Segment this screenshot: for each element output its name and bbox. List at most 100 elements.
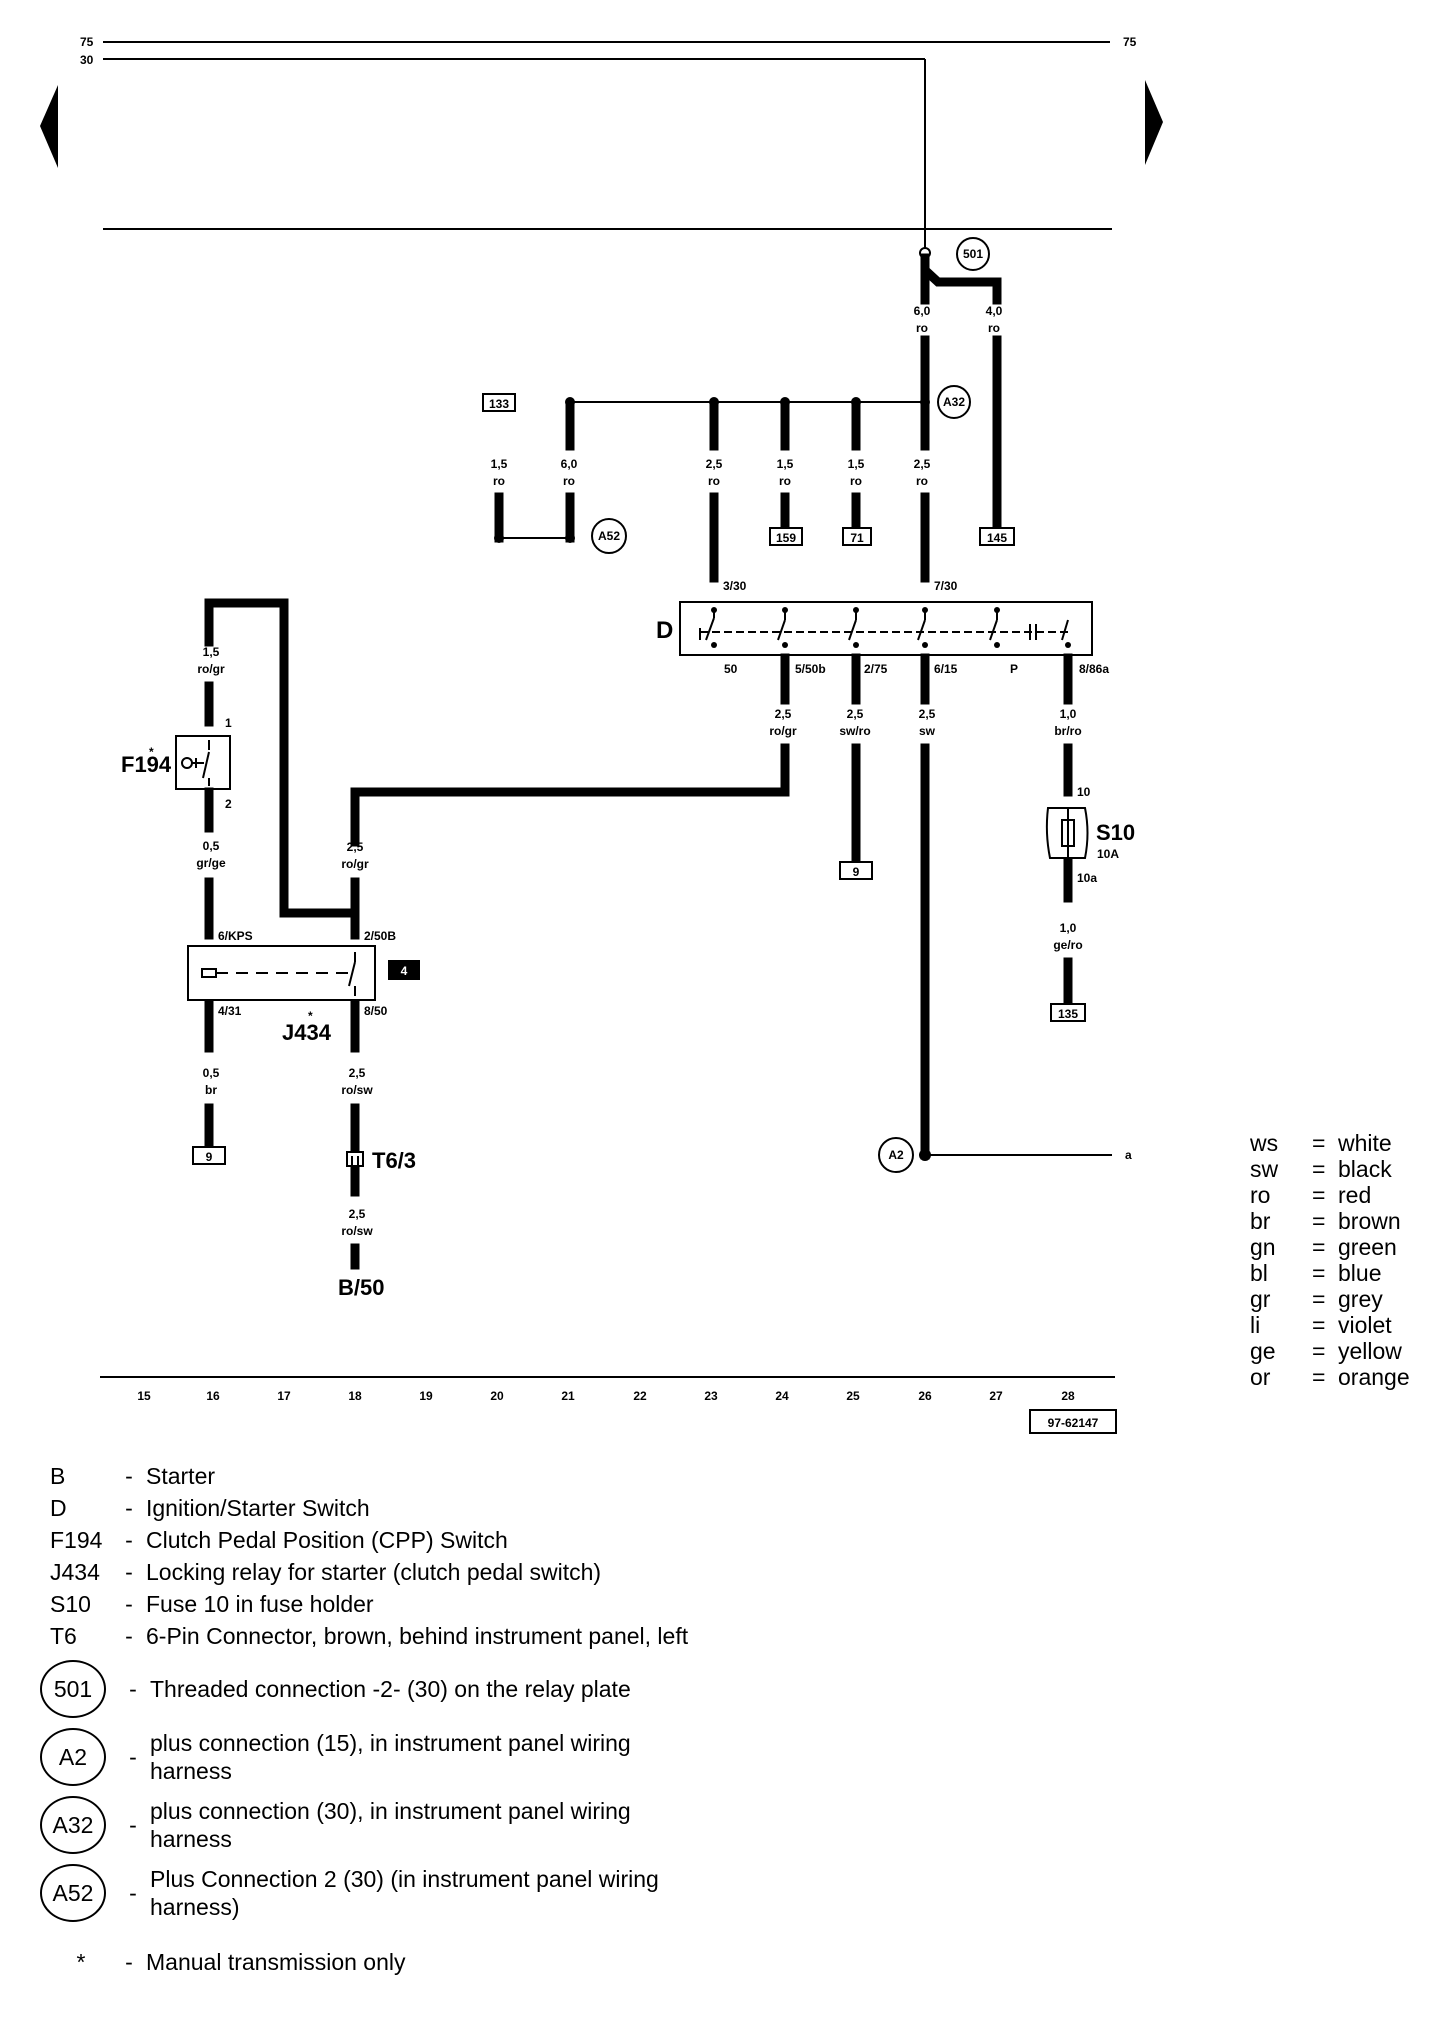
ruler-label: 15 — [137, 1389, 151, 1403]
legend-row: B-Starter — [50, 1462, 1050, 1490]
ref-box-135-label: 135 — [1058, 1007, 1078, 1021]
ruler-label: 26 — [918, 1389, 932, 1403]
legend-key: S10 — [50, 1591, 91, 1617]
ruler-label: 28 — [1061, 1389, 1075, 1403]
wire-j434-color: ro/gr — [341, 857, 369, 871]
legend-dash: - — [125, 1495, 133, 1521]
ref-box-71-label: 71 — [850, 531, 864, 545]
clutch-switch-f194-label: F194 — [121, 752, 172, 777]
pin-3-30: 3/30 — [723, 579, 747, 593]
wire-f194-loop — [204, 598, 360, 918]
wire-a52-size: 6,0 — [561, 457, 578, 471]
color-legend-row: ge = yellow — [1250, 1338, 1410, 1364]
legend-key: J434 — [50, 1559, 100, 1585]
wiring-diagram: 75 30 75 501 6,0 ro 4,0 ro A32 133 1,5 r… — [40, 35, 1163, 1434]
prev-page-arrow-icon[interactable] — [40, 85, 58, 168]
pin-fuse-10a: 10a — [1077, 871, 1097, 885]
wire-4-31-size: 0,5 — [203, 1066, 220, 1080]
node-a2-marker — [878, 1137, 914, 1173]
pin-5-50b: 5/50b — [795, 662, 826, 676]
wire-5-50b-color: ro/gr — [769, 724, 797, 738]
legend-dash: - — [129, 1880, 137, 1906]
pin-f194-1: 1 — [225, 716, 232, 730]
legend-key: D — [50, 1495, 67, 1521]
relay-j434-label: J434 — [282, 1020, 332, 1045]
pin-50: 50 — [724, 662, 738, 676]
legend-note-text: Manual transmission only — [146, 1949, 406, 1975]
wire-71-size: 1,5 — [848, 457, 865, 471]
color-legend-row: sw=black — [1250, 1156, 1410, 1182]
color-code: ro — [1250, 1182, 1271, 1208]
color-legend-row: ro=red — [1250, 1182, 1410, 1208]
node-501-label: 501 — [963, 247, 983, 261]
wire-4-31-color: br — [205, 1083, 217, 1097]
wire-71-color: ro — [850, 474, 862, 488]
wire-t6-color: ro/sw — [341, 1224, 373, 1238]
wire-f194-b-size: 0,5 — [203, 839, 220, 853]
wire-a52-color: ro — [563, 474, 575, 488]
color-code: gn — [1250, 1234, 1276, 1260]
wire-3-30-color: ro — [708, 474, 720, 488]
color-code: or — [1250, 1364, 1271, 1390]
legend-dash: - — [129, 1744, 137, 1770]
next-page-arrow-icon[interactable] — [1145, 80, 1163, 165]
wire-159-size: 1,5 — [777, 457, 794, 471]
color-legend-row: li=violet — [1250, 1312, 1410, 1338]
connector-t6 — [346, 1151, 364, 1167]
wire-5-50b — [350, 743, 790, 847]
color-legend-row: gr=grey — [1250, 1286, 1410, 1312]
legend-text: Threaded connection -2- (30) on the rela… — [150, 1676, 631, 1702]
ruler-label: 25 — [846, 1389, 860, 1403]
wire-133-size: 1,5 — [491, 457, 508, 471]
equals-sign: = — [1312, 1312, 1326, 1338]
color-code: ge — [1250, 1338, 1276, 1364]
equals-sign: = — [1312, 1364, 1326, 1390]
equals-sign: = — [1312, 1260, 1326, 1286]
equals-sign: = — [1312, 1338, 1326, 1364]
node-a32-label: A32 — [943, 395, 965, 409]
fuse-s10-label: S10 — [1096, 820, 1135, 845]
legend-key: T6 — [50, 1623, 77, 1649]
wire-145-size: 4,0 — [986, 304, 1003, 318]
color-name: yellow — [1338, 1338, 1402, 1364]
legend-text: Fuse 10 in fuse holder — [146, 1591, 374, 1617]
wire-8-86a-color: br/ro — [1054, 724, 1081, 738]
wire-6-15-size: 2,5 — [919, 707, 936, 721]
node-a2-label: A2 — [888, 1148, 904, 1162]
wire-2-75-color: sw/ro — [839, 724, 870, 738]
wire-8-86a-size: 1,0 — [1060, 707, 1077, 721]
ruler-label: 21 — [561, 1389, 575, 1403]
pin-f194-2: 2 — [225, 797, 232, 811]
wire-5-50b-size: 2,5 — [775, 707, 792, 721]
clutch-switch-f194-star: * — [149, 745, 154, 759]
legend-text: plus connection (15), in instrument pane… — [150, 1730, 631, 1784]
ref-box-9-right — [839, 861, 873, 880]
wire-f194-color: ro/gr — [197, 662, 225, 676]
ruler-label: 19 — [419, 1389, 433, 1403]
wire-7-30-color: ro — [916, 474, 928, 488]
switch-d-dots — [711, 607, 1071, 648]
component-legend: B-Starter D-Ignition/Starter Switch F194… — [40, 1462, 1050, 1980]
ruler-label: 23 — [704, 1389, 718, 1403]
diagram-id: 97-62147 — [1048, 1416, 1099, 1430]
color-name: brown — [1338, 1208, 1401, 1234]
equals-sign: = — [1312, 1208, 1326, 1234]
wire-color-legend: ws=white sw=black ro=red br=brown gn=gre… — [1250, 1130, 1410, 1390]
ref-box-159 — [769, 527, 803, 546]
legend-dash: - — [129, 1676, 137, 1702]
relay-j434-internals — [201, 952, 356, 996]
color-name: white — [1338, 1130, 1392, 1156]
legend-row: F194-Clutch Pedal Position (CPP) Switch — [50, 1526, 1050, 1554]
pin-8-86a: 8/86a — [1079, 662, 1109, 676]
pin-6-15: 6/15 — [934, 662, 958, 676]
color-name: orange — [1338, 1364, 1410, 1390]
wire-8-50-color: ro/sw — [341, 1083, 373, 1097]
legend-dash: - — [125, 1591, 133, 1617]
wire-145-color: ro — [988, 321, 1000, 335]
legend-circle-key: A2 — [40, 1728, 106, 1786]
wire-6-15-color: sw — [919, 724, 936, 738]
rail-75-right-label: 75 — [1123, 35, 1137, 49]
color-legend-row: ws=white — [1250, 1130, 1410, 1156]
wire-159-color: ro — [779, 474, 791, 488]
ref-box-71 — [842, 527, 872, 546]
